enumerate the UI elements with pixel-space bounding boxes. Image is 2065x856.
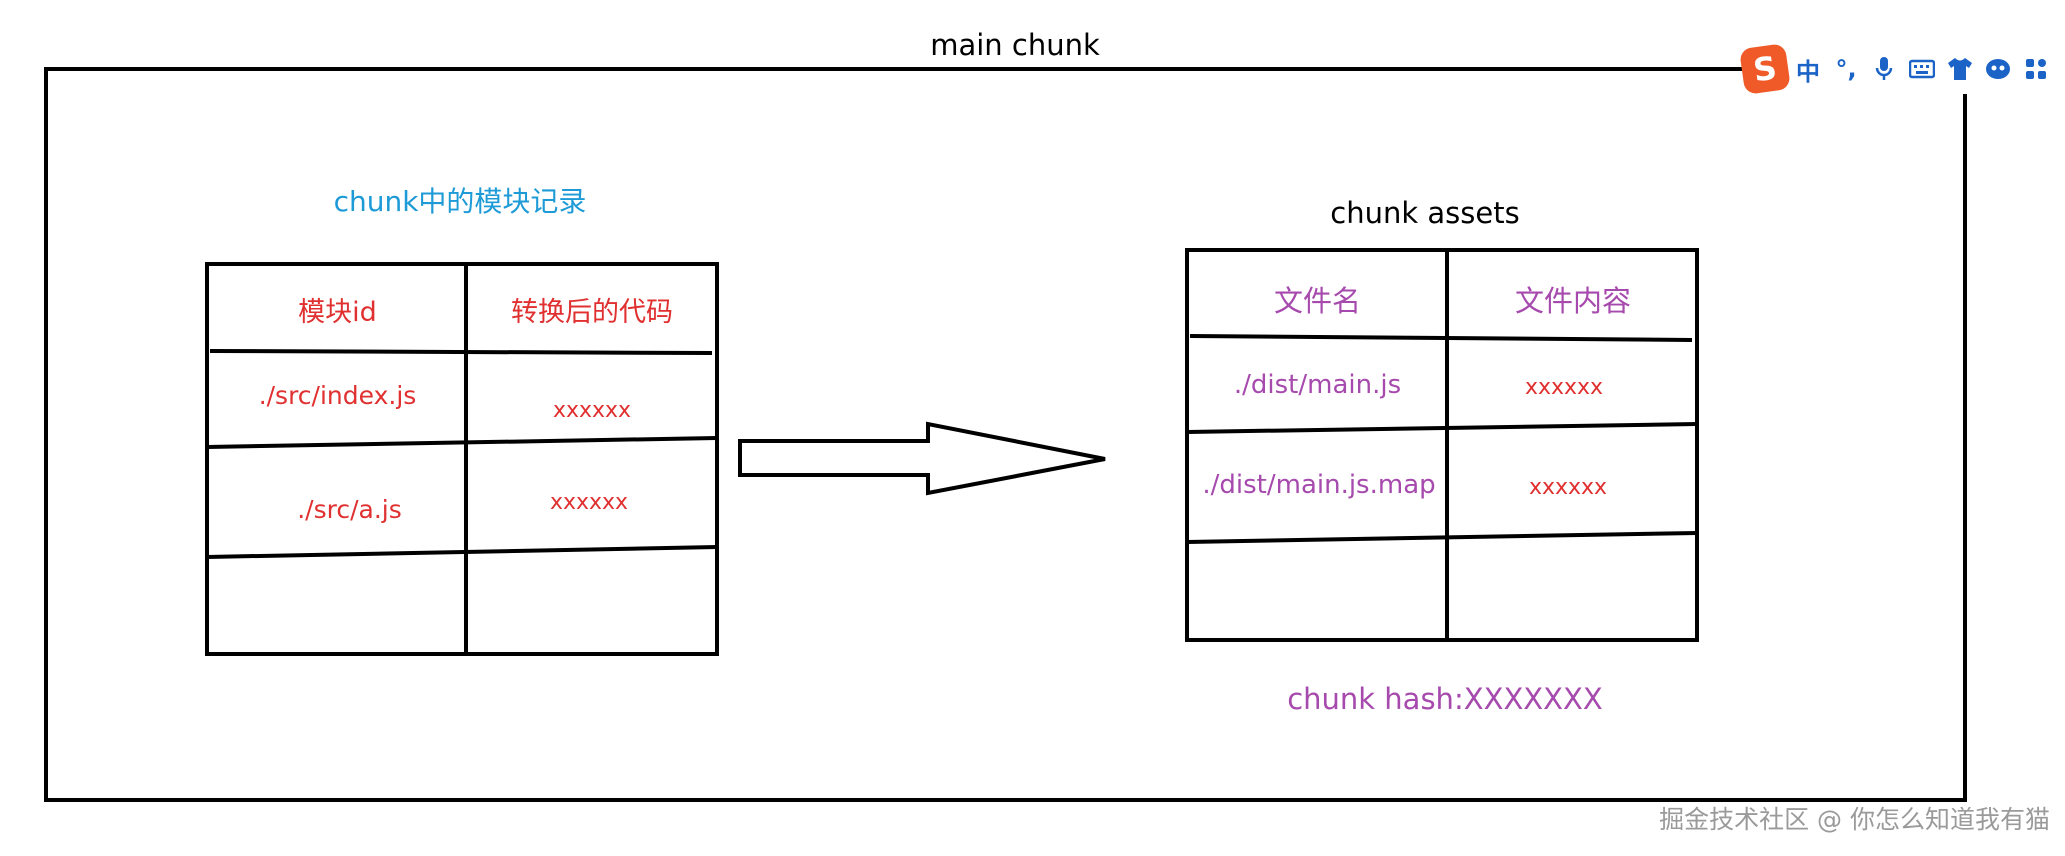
left-header-module-id: 模块id (298, 297, 377, 328)
arrow-right (738, 421, 1106, 496)
shirt-icon[interactable] (1942, 51, 1978, 87)
face-icon[interactable] (1980, 51, 2016, 87)
ime-toolbar[interactable]: S 中 °, (1739, 43, 2065, 95)
sogou-logo-icon[interactable]: S (1739, 43, 1791, 95)
main-chunk-frame (44, 67, 1967, 802)
left-row1-code: xxxxxx (552, 398, 632, 423)
left-row2-code: xxxxxx (549, 490, 629, 515)
right-row1-content: xxxxxx (1524, 375, 1604, 400)
left-row2-module: ./src/a.js (297, 495, 402, 524)
module-records-caption: chunk中的模块记录 (333, 185, 587, 218)
ime-punctuation-button[interactable]: °, (1835, 55, 1857, 83)
mic-icon[interactable] (1866, 51, 1902, 87)
right-header-content: 文件内容 (1514, 284, 1631, 318)
diagram-title: main chunk (930, 28, 1100, 62)
watermark-text: 掘金技术社区 @ 你怎么知道我有猫 (1659, 805, 2050, 834)
chunk-assets-caption: chunk assets (1330, 196, 1520, 230)
chunk-hash-label: chunk hash:XXXXXXX (1287, 682, 1603, 716)
right-header-filename: 文件名 (1273, 284, 1361, 318)
ime-chinese-mode-button[interactable]: 中 (1796, 57, 1820, 86)
right-table-grid (1185, 248, 1699, 642)
right-row2-content: xxxxxx (1528, 475, 1608, 500)
left-row1-module: ./src/index.js (258, 381, 417, 410)
left-table-grid (205, 262, 719, 656)
grid-icon[interactable] (2018, 51, 2054, 87)
keyboard-icon[interactable] (1904, 51, 1940, 87)
left-header-code: 转换后的代码 (511, 297, 673, 328)
right-row2-filename: ./dist/main.js.map (1202, 470, 1436, 500)
right-row1-filename: ./dist/main.js (1233, 370, 1402, 400)
